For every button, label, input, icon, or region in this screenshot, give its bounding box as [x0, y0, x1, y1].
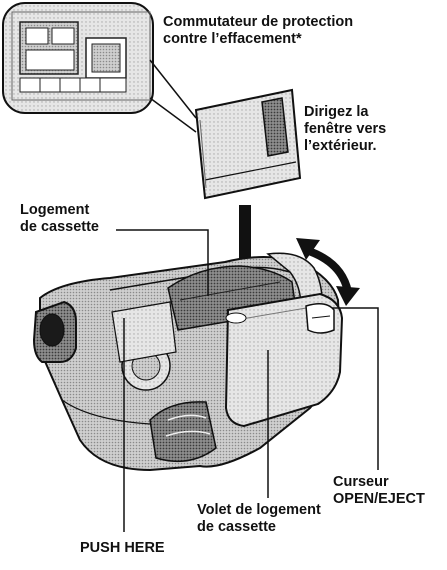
label-protection-switch: Commutateur de protection contre l’effac…: [163, 14, 353, 48]
rotation-arrow: [296, 238, 360, 306]
protection-switch-inset: [2, 2, 154, 114]
leader-open-eject: [332, 307, 379, 470]
leader-cassette-slot: [116, 229, 209, 296]
push-here-marker: [225, 312, 247, 324]
label-cassette-cover: Volet de logement de cassette: [197, 502, 321, 536]
open-eject-line1: Curseur: [333, 474, 389, 490]
camcorder-body: [32, 252, 344, 472]
cassette-tape: [194, 88, 302, 200]
inset-connector-top: [149, 59, 197, 119]
window-direction-line2: fenêtre vers: [304, 121, 387, 137]
window-direction-line3: l’extérieur.: [304, 138, 377, 154]
window-direction-line1: Dirigez la: [304, 104, 369, 120]
label-open-eject: Curseur OPEN/EJECT: [333, 474, 425, 508]
leader-lines: [116, 229, 379, 532]
label-window-direction: Dirigez la fenêtre vers l’extérieur.: [304, 104, 386, 155]
cassette-cover-line1: Volet de logement: [197, 502, 321, 518]
inset-connector-bottom: [149, 97, 197, 133]
protection-switch-line1: Commutateur de protection: [163, 14, 354, 30]
push-here-text: PUSH HERE: [80, 540, 165, 556]
open-eject-line2: OPEN/EJECT: [333, 491, 425, 507]
cassette-cover-line2: de cassette: [197, 519, 276, 535]
label-push-here: PUSH HERE: [80, 540, 165, 557]
cassette-slot-line2: de cassette: [20, 219, 99, 235]
protection-switch-line2: contre l’effacement*: [163, 31, 302, 47]
label-cassette-slot: Logement de cassette: [20, 202, 99, 236]
cassette-slot-line1: Logement: [20, 202, 90, 218]
